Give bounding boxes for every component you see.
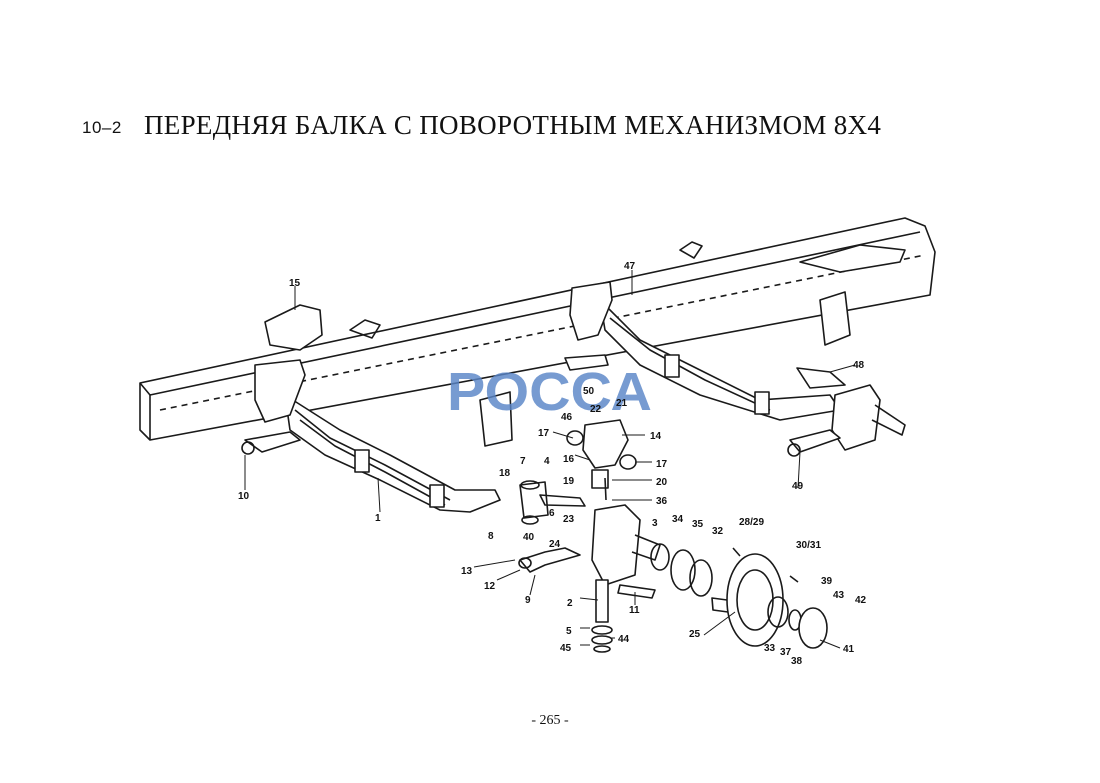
callout-30-31: 30/31 [796,540,821,551]
callout-47: 47 [624,261,636,272]
steering-knuckle-right [831,384,906,451]
callout-40: 40 [523,532,535,543]
callout-10: 10 [238,491,250,502]
callout-21: 21 [616,398,628,409]
callout-4: 4 [544,456,550,467]
callout-1: 1 [375,513,381,524]
callout-49: 49 [792,481,804,492]
page-number: - 265 - [531,713,569,728]
callout-48: 48 [853,360,865,371]
callout-46: 46 [561,412,573,423]
callout-36: 36 [656,496,668,507]
chassis-frame-rail [139,217,936,447]
callout-42: 42 [855,595,867,606]
callout-43: 43 [833,590,845,601]
tie-rod-ends [241,354,846,457]
callout-6: 6 [549,508,555,519]
callout-38: 38 [791,656,803,667]
callout-14: 14 [650,431,662,442]
callout-45: 45 [560,643,572,654]
front-axle-1 [284,394,501,513]
spring-bracket-left [254,304,323,423]
page-title: ПЕРЕДНЯЯ БАЛКА С ПОВОРОТНЫМ МЕХАНИЗМОМ 8… [144,110,882,140]
leader-lines [244,270,856,649]
callout-12: 12 [484,581,496,592]
callout-17-lower: 17 [656,459,668,470]
watermark-text: РОССА [447,362,652,422]
callout-8: 8 [488,531,494,542]
callout-25: 25 [689,629,701,640]
callout-9: 9 [525,595,531,606]
callout-15: 15 [289,278,301,289]
callout-22: 22 [590,404,602,415]
callout-labels: 1 2 3 4 5 6 7 8 9 10 11 12 13 14 15 16 1… [238,261,867,667]
callout-11: 11 [629,605,640,616]
callout-41: 41 [843,644,855,655]
callout-24: 24 [549,539,561,550]
callout-37: 37 [780,647,792,658]
callout-16: 16 [563,454,575,465]
callout-50: 50 [583,386,595,397]
callout-5: 5 [566,626,572,637]
callout-35: 35 [692,519,704,530]
callout-19: 19 [563,476,575,487]
callout-20: 20 [656,477,668,488]
callout-7: 7 [520,456,526,467]
callout-34: 34 [672,514,684,525]
callout-33: 33 [764,643,776,654]
callout-44: 44 [618,634,630,645]
steering-knuckle-exploded [518,419,661,653]
callout-18: 18 [499,468,511,479]
callout-39: 39 [821,576,833,587]
callout-17-upper: 17 [538,428,550,439]
callout-2: 2 [567,598,573,609]
callout-23: 23 [563,514,575,525]
callout-13: 13 [461,566,473,577]
spring-bracket-right [569,281,613,341]
wheel-hub-exploded [650,543,828,649]
section-number: 10–2 [82,118,122,137]
callout-32: 32 [712,526,724,537]
callout-3: 3 [652,518,658,529]
callout-28-29: 28/29 [739,517,764,528]
